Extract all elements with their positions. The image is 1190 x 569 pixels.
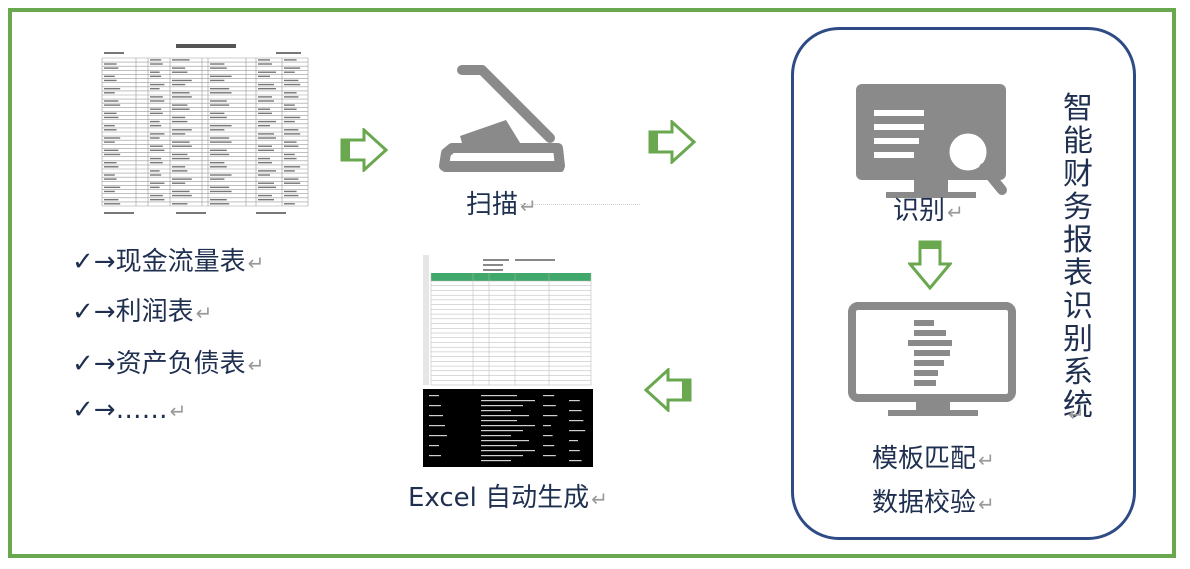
data-check-step-label: 数据校验↵ bbox=[872, 488, 995, 518]
arrow-right-icon bbox=[340, 128, 388, 172]
system-title-char: 务 bbox=[1063, 190, 1093, 225]
recognize-step-label: 识别↵ bbox=[893, 196, 964, 226]
recognition-monitor-icon bbox=[856, 84, 1007, 198]
check-icon: ✓ bbox=[72, 349, 94, 379]
checklist-item-label: →利润表 bbox=[93, 297, 194, 327]
return-mark-icon: ↵ bbox=[1068, 402, 1085, 426]
template-match-monitor-icon bbox=[848, 302, 1016, 416]
return-mark-icon: ↵ bbox=[947, 200, 964, 224]
system-title-char: 智 bbox=[1063, 91, 1093, 126]
checklist-item-label: →资产负债表 bbox=[93, 349, 246, 379]
system-title-char: 统 bbox=[1063, 388, 1093, 423]
check-icon: ✓ bbox=[72, 297, 94, 327]
system-title-char: 报 bbox=[1063, 223, 1093, 258]
arrow-left-icon bbox=[644, 368, 692, 412]
checklist-item-cash-flow: ✓→现金流量表↵ bbox=[72, 241, 264, 278]
checklist-item-balance-sheet: ✓→资产负债表↵ bbox=[72, 343, 264, 380]
system-title-char: 能 bbox=[1063, 124, 1093, 159]
system-title-char: 财 bbox=[1063, 157, 1093, 192]
system-title-char: 别 bbox=[1063, 322, 1093, 357]
arrow-right-icon bbox=[648, 120, 696, 164]
return-mark-icon: ↵ bbox=[169, 399, 187, 423]
template-match-step-label: 模板匹配↵ bbox=[872, 444, 995, 474]
return-mark-icon: ↵ bbox=[247, 353, 265, 377]
checklist-item-more: ✓→……↵ bbox=[72, 395, 186, 425]
scan-step-label: 扫描↵ bbox=[466, 190, 537, 220]
arrow-down-icon bbox=[908, 240, 952, 290]
return-mark-icon: ↵ bbox=[591, 487, 608, 511]
checklist-item-label: →…… bbox=[93, 395, 168, 425]
check-icon: ✓ bbox=[72, 395, 94, 425]
checklist-item-label: →现金流量表 bbox=[93, 247, 246, 277]
return-mark-icon: ↵ bbox=[195, 301, 213, 325]
check-icon: ✓ bbox=[72, 247, 94, 277]
return-mark-icon: ↵ bbox=[247, 251, 265, 275]
divider bbox=[520, 204, 640, 205]
return-mark-icon: ↵ bbox=[520, 194, 537, 218]
system-title-vertical: 智能财务报表识别系统 bbox=[1058, 92, 1098, 422]
excel-output-thumbnail bbox=[423, 255, 593, 467]
scanner-icon bbox=[439, 65, 565, 172]
outer-frame bbox=[8, 8, 1176, 558]
system-title-char: 系 bbox=[1063, 355, 1093, 390]
return-mark-icon: ↵ bbox=[978, 492, 995, 516]
balance-sheet-document-thumbnail bbox=[96, 40, 314, 220]
system-panel bbox=[791, 27, 1136, 540]
return-mark-icon: ↵ bbox=[978, 448, 995, 472]
excel-step-label: Excel 自动生成↵ bbox=[408, 483, 608, 513]
system-title-char: 识 bbox=[1063, 289, 1093, 324]
system-title-char: 表 bbox=[1063, 256, 1093, 291]
checklist-item-income: ✓→利润表↵ bbox=[72, 291, 212, 328]
